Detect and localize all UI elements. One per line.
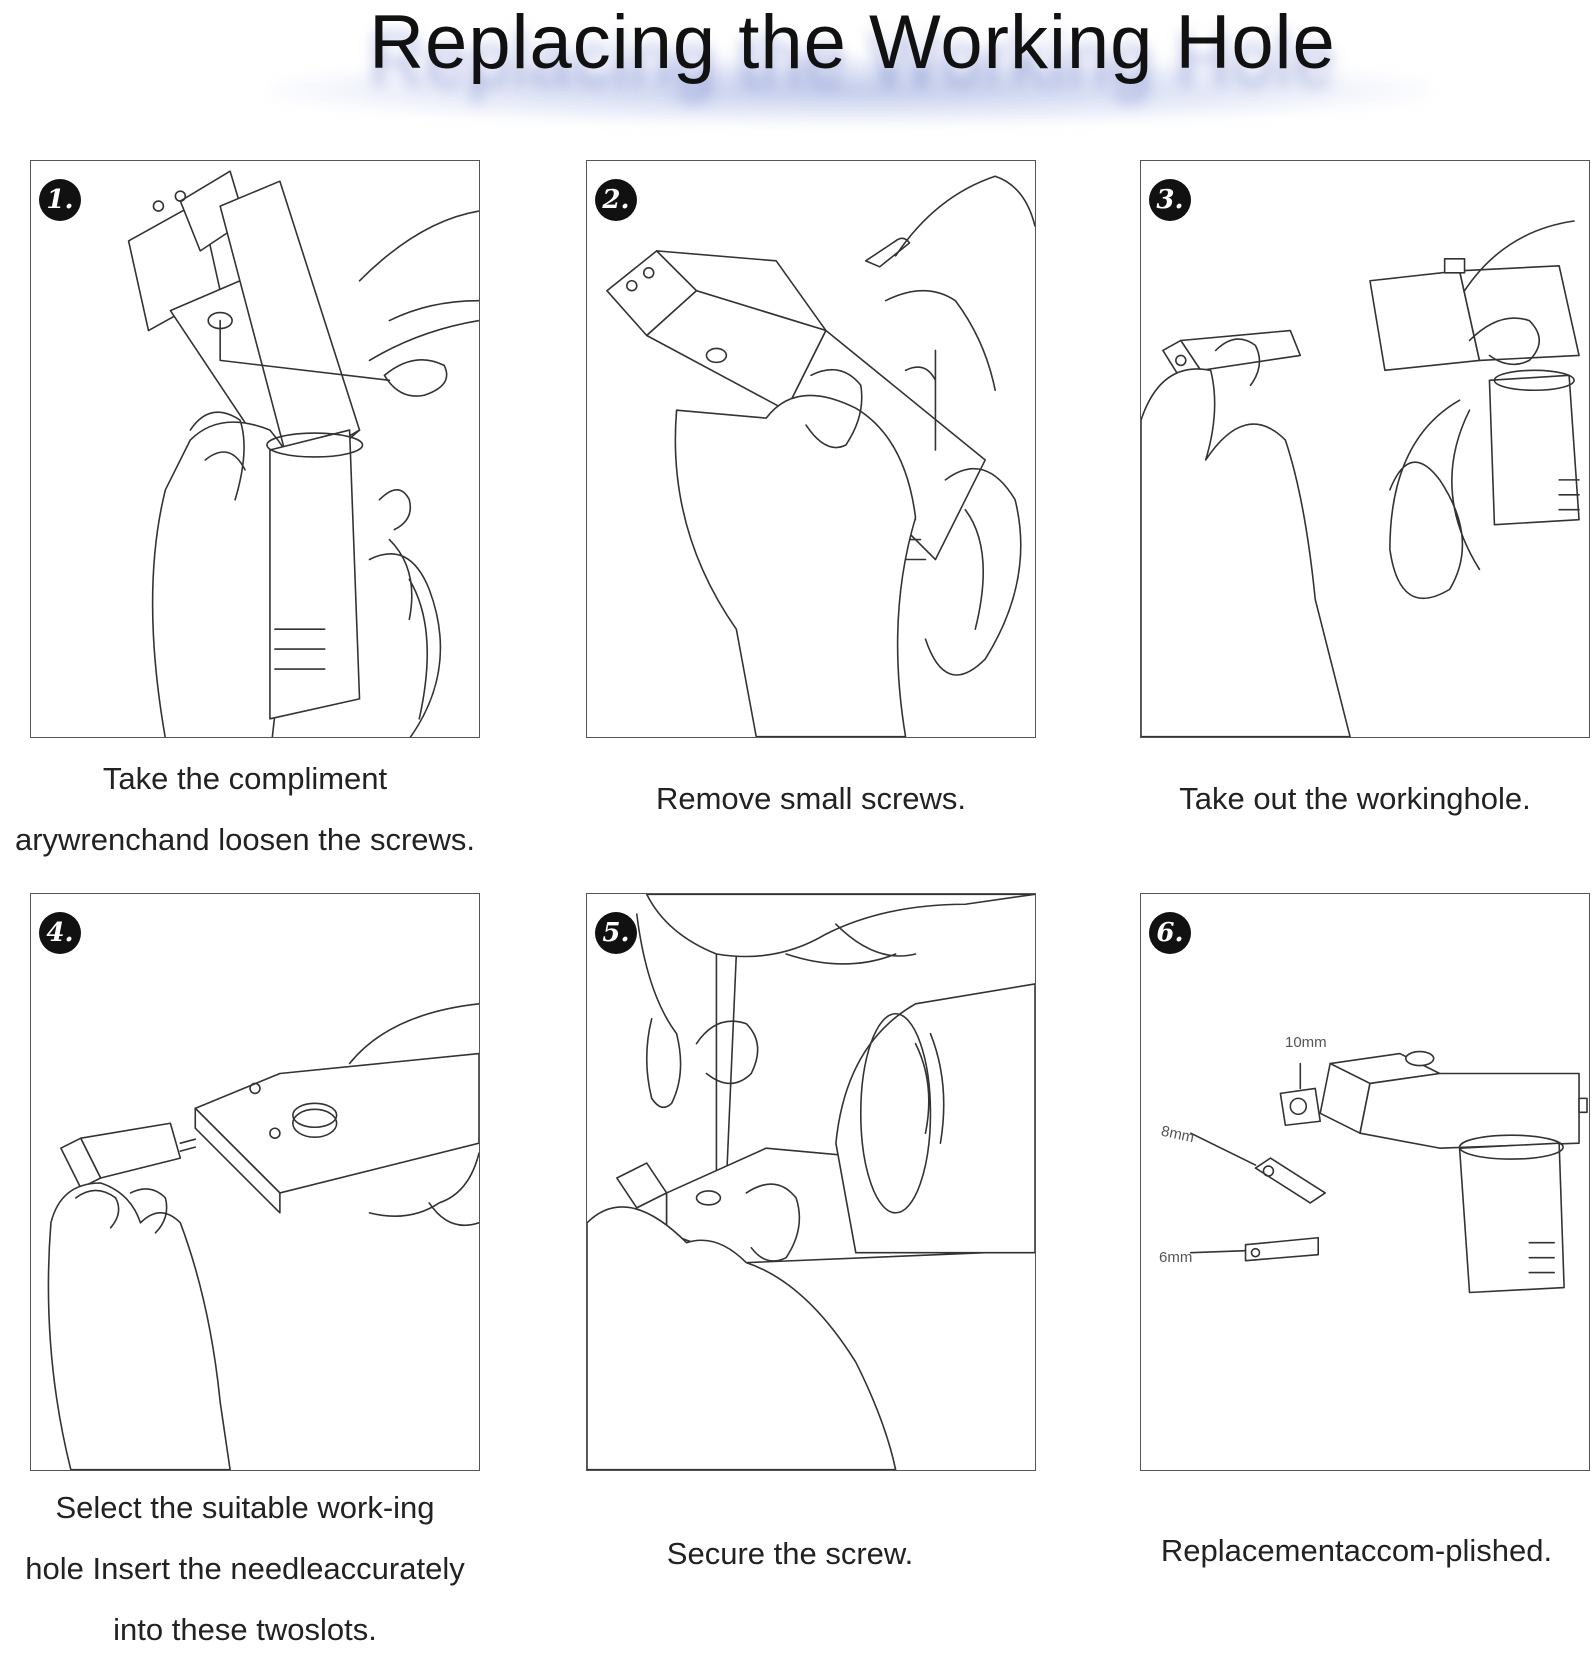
step-3-caption: Take out the workinghole.: [1120, 768, 1590, 829]
step-6-caption-line-1: Replacementaccom-plished.: [1160, 1533, 1553, 1568]
step-1-caption: Take the compliment arywrenchand loosen …: [0, 748, 490, 870]
step-1-illustration: [127, 170, 479, 737]
step-2-badge: 2.: [595, 179, 637, 221]
step-4-caption-line-2: hole Insert the needleaccurately: [25, 1551, 465, 1586]
step-2-caption: Remove small screws.: [586, 768, 1036, 829]
dimension-6mm-label: 6mm: [1159, 1249, 1193, 1266]
title-glow: [270, 55, 1430, 125]
step-2-panel: 2.: [586, 160, 1036, 738]
step-5-panel: 5.: [586, 893, 1036, 1471]
step-6-caption: Replacementaccom-plished.: [1120, 1520, 1593, 1581]
title-area: Replacing the Working Hole: [0, 0, 1593, 150]
step-4-illustration: [47, 1002, 479, 1470]
step-5-caption-line-1: Secure the screw.: [666, 1536, 914, 1571]
step-1-caption-line-1: Take the compliment: [102, 761, 388, 796]
step-3-caption-line-1: Take out the workinghole.: [1179, 781, 1531, 816]
step-4-caption: Select the suitable work-ing hole Insert…: [0, 1477, 490, 1660]
page-title: Replacing the Working Hole: [369, 0, 1336, 85]
step-1-caption-line-2: arywrenchand loosen the screws.: [14, 822, 476, 857]
step-5-caption: Secure the screw.: [560, 1523, 1020, 1584]
dimension-10mm-label: 10mm: [1285, 1034, 1327, 1051]
step-3-panel: 3.: [1140, 160, 1590, 738]
step-3-badge: 3.: [1149, 179, 1191, 221]
step-2-illustration: [606, 175, 1035, 737]
step-5-badge: 5.: [595, 912, 637, 954]
step-1-badge: 1.: [39, 179, 81, 221]
step-1-panel: 1.: [30, 160, 480, 738]
step-4-caption-line-3: into these twoslots.: [113, 1612, 377, 1647]
step-6-illustration: [1189, 1050, 1588, 1294]
step-3-illustration: [1141, 220, 1580, 737]
step-4-panel: 4.: [30, 893, 480, 1471]
step-6-badge: 6.: [1149, 912, 1191, 954]
step-2-caption-line-1: Remove small screws.: [655, 781, 967, 816]
step-5-illustration: [587, 894, 1035, 1470]
step-4-badge: 4.: [39, 912, 81, 954]
step-4-caption-line-1: Select the suitable work-ing: [55, 1490, 435, 1525]
step-6-panel: 10mm 8mm 6mm 6.: [1140, 893, 1590, 1471]
